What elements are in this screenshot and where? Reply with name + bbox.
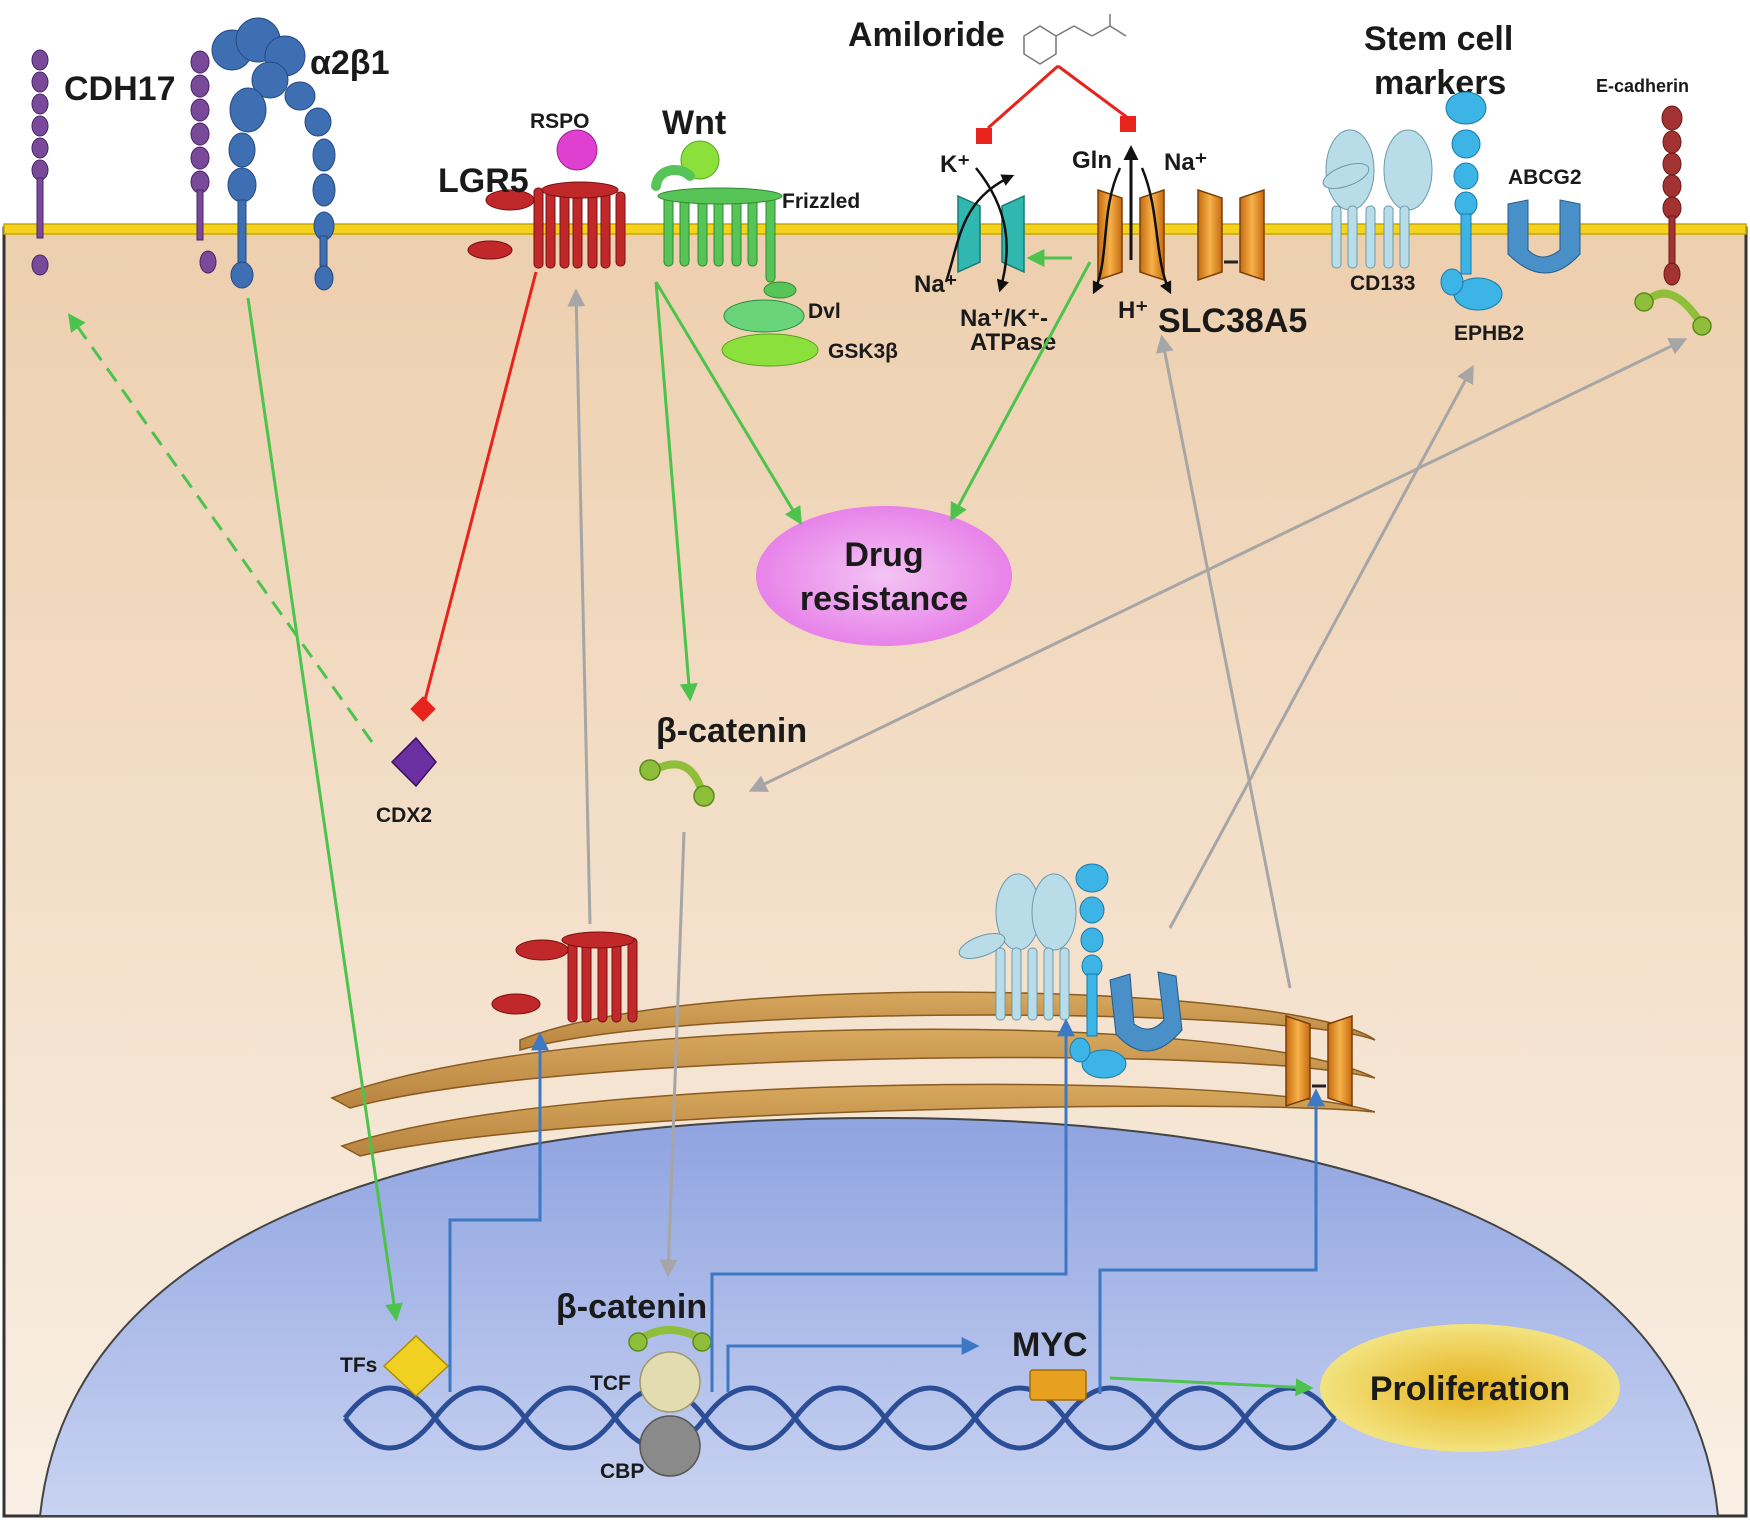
frizzled-to-bcatenin-arrow	[654, 281, 698, 702]
bcatenin-cyto-label: β-catenin	[656, 712, 807, 750]
bcatenin-to-nucleus-arrow	[659, 831, 686, 1278]
proliferation-label: Proliferation	[1370, 1370, 1570, 1408]
tfs-label: TFs	[340, 1354, 377, 1377]
nak-atpase-label-line1: Na⁺/K⁺-	[960, 305, 1048, 332]
ecadherin-label: E-cadherin	[1596, 76, 1689, 96]
endoplasmic-reticulum	[330, 991, 1376, 1157]
lgr5-receptor-er	[491, 931, 638, 1023]
nucleus	[38, 1116, 1720, 1517]
bcatenin-cytoplasmic	[639, 759, 715, 807]
abcg2-er	[1109, 971, 1183, 1052]
stem-cell-markers-line1: Stem cell	[1364, 20, 1513, 58]
lgr5-label: LGR5	[438, 162, 529, 200]
tcf-label: TCF	[590, 1372, 631, 1395]
amiloride-structure	[1023, 14, 1127, 65]
cbp-protein	[639, 1415, 701, 1477]
amiloride-inhibition	[987, 64, 1129, 130]
ephb2-protein	[1440, 91, 1503, 311]
cdh17-protein	[31, 49, 217, 276]
lgr5-receptor-membrane	[467, 181, 626, 269]
a2b1-label: α2β1	[310, 44, 389, 82]
frizzled-label: Frizzled	[782, 190, 860, 213]
rspo-ligand	[556, 129, 598, 171]
ephb2-label: EPHB2	[1454, 322, 1524, 345]
cdx2-to-cdh17-arrow	[67, 313, 374, 743]
slc38a5-second-copy	[1197, 188, 1265, 282]
amiloride-inhibition-cap-left	[976, 128, 992, 144]
drug-resistance-line2: resistance	[800, 580, 968, 618]
cdx2-label: CDX2	[376, 804, 432, 827]
bcatenin-nuc-label: β-catenin	[556, 1288, 707, 1326]
tfs-protein	[382, 1334, 450, 1398]
myc-protein	[1029, 1369, 1087, 1401]
er-slc38a5-to-membrane-arrow	[1155, 334, 1292, 989]
tfs-to-lgr5-arrow	[448, 1032, 549, 1392]
drug-resistance-line1: Drug	[844, 536, 923, 574]
slc38a5-label: SLC38A5	[1158, 302, 1307, 340]
er-ephb2-to-membrane-arrow	[1168, 364, 1474, 929]
k-plus-label: K⁺	[940, 151, 970, 178]
cd133-label: CD133	[1350, 272, 1415, 295]
wnt-ligand	[680, 140, 720, 180]
amiloride-inhibition-cap-right	[1120, 116, 1136, 132]
slc38a5-transporter	[1092, 145, 1172, 295]
na-plus-right-label: Na⁺	[1164, 149, 1207, 176]
cdx2-protein	[390, 736, 437, 788]
cbp-label: CBP	[600, 1460, 644, 1483]
rspo-label: RSPO	[530, 110, 590, 133]
a2b1-to-tfs-arrow	[246, 297, 403, 1322]
dna-helix	[343, 1385, 1337, 1451]
gsk3b-protein	[721, 333, 819, 367]
na-plus-left-label: Na⁺	[914, 271, 957, 298]
gln-label: Gln	[1072, 147, 1112, 174]
transport-arrows	[567, 288, 1688, 1278]
frizzled-receptor	[651, 165, 797, 299]
gsk3b-label: GSK3β	[828, 340, 898, 363]
myc-to-proliferation-arrow	[1109, 1376, 1314, 1397]
tcf-to-cd133-ephb2-arrow	[710, 1018, 1075, 1392]
dvl-protein	[723, 299, 805, 333]
transcription-arrows	[448, 1018, 1325, 1394]
ecadherin-to-bcatenin-arrow	[748, 338, 1688, 792]
drug-resistance-node	[756, 506, 1012, 646]
ephb2-er	[1069, 863, 1127, 1079]
myc-label: MYC	[1012, 1326, 1088, 1364]
cell-membrane	[3, 223, 1747, 235]
nak-atpase-label-line2: ATPase	[970, 329, 1056, 356]
slc38a5-er	[1285, 1014, 1353, 1108]
h-plus-label: H⁺	[1118, 297, 1148, 324]
lgr5-inhibits-cdx2-line	[422, 271, 538, 705]
abcg2-label: ABCG2	[1508, 166, 1582, 189]
abcg2-transporter	[1507, 199, 1581, 274]
cd133-er	[958, 873, 1077, 1021]
stem-cell-markers-line2: markers	[1374, 64, 1506, 102]
bcatenin-nuclear	[628, 1326, 712, 1352]
integrin-a2b1-protein	[211, 17, 336, 291]
proliferation-node	[1320, 1324, 1620, 1452]
myc-to-slc38a5-arrow	[1098, 1088, 1325, 1394]
cdh17-label: CDH17	[64, 70, 175, 108]
na-k-atpase	[944, 167, 1025, 293]
dvl-label: Dvl	[808, 300, 841, 323]
lgr5-inhibits-cdx2-cap	[410, 696, 436, 722]
amiloride-label: Amiloride	[848, 16, 1005, 54]
ecadherin-protein	[1661, 105, 1683, 286]
tcf-protein	[639, 1351, 701, 1413]
tcf-to-myc-arrow	[726, 1337, 980, 1392]
cd133-protein	[1322, 129, 1433, 269]
wnt-label: Wnt	[662, 104, 726, 142]
er-lgr5-to-membrane-arrow	[567, 288, 592, 925]
bcatenin-membrane-bound	[1634, 289, 1712, 336]
